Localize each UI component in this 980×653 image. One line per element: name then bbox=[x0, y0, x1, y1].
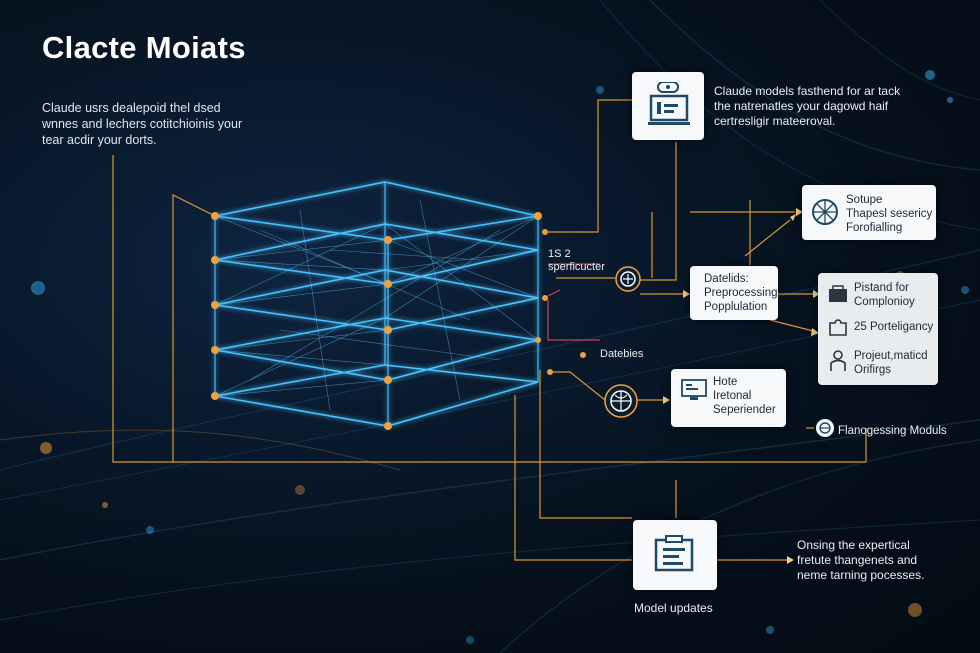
flanogessing-label: Flanogessing Moduls bbox=[838, 425, 947, 437]
arrowheads bbox=[663, 208, 820, 564]
globe-icon bbox=[812, 199, 838, 225]
list-item-1-line-1: Pistand for bbox=[854, 282, 909, 294]
red-signal-lines bbox=[547, 263, 600, 341]
bottom-note: Onsing the expertical fretute thangenets… bbox=[797, 538, 967, 583]
intro-text: Claude usrs dealepoid thel dsed wnnes an… bbox=[42, 100, 252, 148]
setup-card[interactable]: Sotupe Thapesl sesericy Forofialling bbox=[802, 185, 936, 240]
top-note: Claude models fasthend for ar tack the n… bbox=[714, 84, 944, 129]
hote-card-line-2: Iretonal bbox=[713, 390, 752, 402]
setup-card-line-3: Forofialling bbox=[846, 222, 903, 234]
hote-card-line-3: Seperiender bbox=[713, 404, 776, 416]
bottom-note-line-1: Onsing the expertical bbox=[797, 538, 910, 552]
person-icon bbox=[830, 350, 846, 371]
side-label: 1S 2 sperficucter bbox=[548, 248, 605, 274]
connector-lines bbox=[112, 99, 867, 561]
side-label-line-1: 1S 2 bbox=[548, 248, 571, 260]
top-note-line-1: Claude models fasthend for ar tack bbox=[714, 84, 901, 98]
laptop-icon bbox=[648, 82, 690, 125]
feature-list-card[interactable]: Pistand for Complonioy 25 Porteligancy P… bbox=[818, 273, 938, 385]
monitor-icon bbox=[681, 379, 707, 400]
top-note-line-2: the natrenatles your dagowd haif bbox=[714, 99, 889, 113]
chip-icon[interactable] bbox=[615, 266, 641, 292]
model-updates-label: Model updates bbox=[634, 601, 713, 615]
hote-card[interactable]: Hote Iretonal Seperiender bbox=[671, 369, 786, 427]
setup-card-line-2: Thapesl sesericy bbox=[846, 208, 933, 220]
intro-line-1: Claude usrs dealepoid thel dsed bbox=[42, 101, 221, 115]
list-item-2: 25 Porteligancy bbox=[854, 321, 934, 333]
puzzle-icon bbox=[829, 319, 847, 336]
intro-line-2: wnnes and lechers cotitchioinis your bbox=[42, 117, 243, 131]
laptop-card[interactable] bbox=[632, 72, 704, 140]
bokeh-lights bbox=[31, 70, 969, 644]
hote-card-line-1: Hote bbox=[713, 376, 738, 388]
datebies-label: Datebies bbox=[600, 348, 644, 360]
preprocessing-card-line-2: Preprocessing bbox=[704, 287, 778, 299]
bottom-note-line-3: neme tarning pocesses. bbox=[797, 568, 925, 582]
preprocessing-card[interactable]: Datelids: Preprocessing Popplulation bbox=[690, 266, 778, 320]
network-icon[interactable] bbox=[815, 418, 835, 438]
preprocessing-card-line-1: Datelids: bbox=[704, 273, 749, 285]
list-item-1-line-2: Complonioy bbox=[854, 296, 915, 308]
document-icon bbox=[654, 535, 694, 572]
model-updates-card[interactable] bbox=[633, 520, 717, 590]
list-item-3-line-2: Orifirgs bbox=[854, 364, 892, 376]
folder-icon bbox=[829, 285, 847, 302]
page-title: Clacte Moiats bbox=[42, 30, 246, 65]
intro-line-3: tear acdir your dorts. bbox=[42, 133, 157, 147]
list-item-3-line-1: Projeut,maticd bbox=[854, 350, 928, 362]
globe-icon[interactable] bbox=[604, 384, 638, 418]
top-note-line-3: certresligir mateeroval. bbox=[714, 114, 836, 128]
node-dots bbox=[211, 212, 586, 430]
bottom-note-line-2: fretute thangenets and bbox=[797, 553, 918, 567]
setup-card-line-1: Sotupe bbox=[846, 194, 883, 206]
side-label-line-2: sperficucter bbox=[548, 261, 605, 273]
preprocessing-card-line-3: Popplulation bbox=[704, 301, 768, 313]
